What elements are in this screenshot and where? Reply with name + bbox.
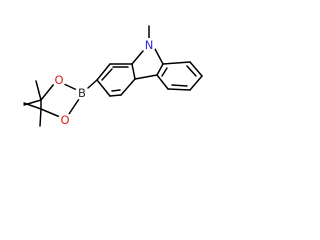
boronate-bond <box>40 108 61 118</box>
ring-right-bond <box>156 74 169 90</box>
ring-right-bond <box>167 88 191 91</box>
boronate-bond <box>40 83 55 101</box>
ring-right-inner-bond <box>161 67 168 77</box>
oxygen-atom-label-bottom: O <box>60 113 69 127</box>
ring-left-bond <box>96 63 111 81</box>
pyrrole-bond <box>154 48 164 65</box>
boronate-bond <box>63 83 78 91</box>
aryl-boron-bond <box>87 79 98 89</box>
ring-left-bond <box>109 94 122 97</box>
ring-right-inner-bond <box>171 84 188 87</box>
bond-lines <box>23 25 203 127</box>
nitrogen-atom-label: N <box>145 38 154 52</box>
boron-atom-label: B <box>78 86 86 100</box>
ring-left-bond <box>96 79 111 97</box>
methyl-bond <box>39 108 42 127</box>
ring-right-bond <box>189 75 203 91</box>
nitrogen-label-mask <box>142 38 156 52</box>
ring-right-bond <box>162 61 191 65</box>
molecule-structure-diagram: N B O O <box>23 25 203 127</box>
pyrrole-bond <box>134 74 158 80</box>
methyl-bond <box>23 102 42 110</box>
ring-left-inner-bond <box>101 68 113 81</box>
ring-left-bond <box>120 78 136 96</box>
boron-label-mask <box>75 86 89 100</box>
ring-right-bond <box>189 61 203 77</box>
ring-left-inner-bond <box>111 89 121 92</box>
oxygen-label-mask-top <box>52 73 66 87</box>
pyrrole-bond <box>131 50 144 65</box>
oxygen-label-mask-bottom <box>58 113 72 127</box>
pyrrole-bond <box>131 63 136 80</box>
boronate-bond <box>68 98 80 115</box>
methyl-bond <box>35 80 42 101</box>
oxygen-atom-label-top: O <box>54 73 63 87</box>
ring-right-inner-bond <box>186 65 197 77</box>
ring-right-bond <box>156 63 164 76</box>
